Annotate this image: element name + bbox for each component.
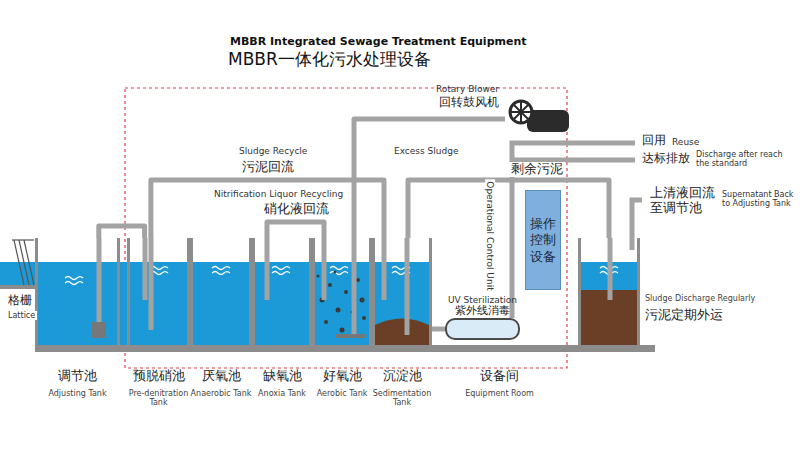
- node-text: Aerobic Tank: [306, 389, 378, 398]
- blower-spokes: [511, 102, 531, 122]
- anaerobic-tank: 厌氧池Anaerobic Tank: [190, 238, 252, 345]
- drawing-part: [97, 238, 102, 325]
- node-text: Sedimentation Tank: [366, 389, 438, 407]
- anoxia-tank: 缺氧池Anoxia Tank: [252, 238, 312, 345]
- node-text: 回转鼓风机: [439, 96, 499, 110]
- node-text: Adjusting Tank: [42, 389, 114, 398]
- adjusting-tank: 调节池Adjusting Tank: [35, 238, 120, 345]
- blower-wheel: [510, 101, 532, 123]
- sedimentation-tank: 沉淀池Sedimentation Tank: [372, 238, 432, 345]
- drawing-part: [19, 240, 29, 285]
- node-text: 设备间: [480, 369, 519, 384]
- node-text: Pre-denitration Tank: [123, 389, 195, 407]
- pump: [92, 322, 106, 338]
- drawing-part: [14, 240, 24, 285]
- node-text: 紫外线消毒: [455, 305, 510, 318]
- drawing-part: [143, 238, 148, 300]
- node-text: UV Sterilization: [448, 295, 517, 305]
- drawing-part: [12, 239, 34, 240]
- channel-bottom: [0, 285, 38, 289]
- edge-label: 硝化液回流: [262, 202, 331, 217]
- node-text: 操作控制设备: [530, 216, 556, 265]
- node-text: Anoxia Tank: [246, 389, 318, 398]
- control-panel: 操作控制设备: [525, 190, 561, 290]
- pipe-connector: [432, 327, 445, 332]
- drawing-part: [317, 275, 320, 278]
- annotation-label: 回用: [640, 134, 668, 148]
- rotary-blower: Rotary Blower回转鼓风机: [505, 98, 570, 136]
- drawing-part: [149, 238, 154, 330]
- air-diffuser: [336, 334, 366, 338]
- drawing-part: [65, 277, 83, 285]
- diagram-title: MBBR Integrated Sewage Treatment Equipme…: [228, 36, 529, 49]
- lattice-grate: [12, 240, 34, 285]
- annotation-label: Discharge after reach the standard: [694, 150, 798, 168]
- node-text: 污泥定期外运: [645, 308, 723, 323]
- annotation-label: 上清液回流至调节池: [648, 186, 720, 216]
- drawing-part: [632, 200, 642, 250]
- node-text: 厌氧池: [202, 369, 241, 384]
- node-text: 调节池: [58, 369, 97, 384]
- annotation-label: 达标排放: [640, 152, 692, 166]
- settled-sludge: [375, 319, 429, 346]
- node-text: Sludge Discharge Regularly: [645, 294, 755, 303]
- blower-icon: [505, 98, 570, 136]
- drawing-part: [360, 298, 365, 303]
- annotation-label: Lattice: [6, 311, 37, 320]
- annotation-label: Nitrification Liquor Recycling: [212, 189, 345, 199]
- annotation-label: MBBR一体化污水处理设备: [226, 50, 433, 70]
- node-text: 缺氧池: [263, 369, 302, 384]
- drawing-part: [322, 238, 327, 300]
- annotation-label: Reuse: [670, 137, 701, 147]
- node-text: 好氧池: [323, 369, 362, 384]
- annotation-label: 格栅: [6, 294, 34, 308]
- equipment-room: 设备间Equipment Room操作控制设备UV Sterilization紫…: [432, 175, 567, 345]
- drawing-part: [328, 283, 332, 287]
- edge-label: 污泥回流: [240, 160, 296, 175]
- node-text: 沉淀池: [383, 369, 422, 384]
- node-text: Rotary Blower: [436, 84, 499, 94]
- drawing-part: [608, 238, 613, 300]
- node-text: 预脱硝池: [133, 369, 185, 384]
- pipe-connector: [99, 226, 145, 238]
- drawing-part: [336, 308, 341, 313]
- pipe-connector: [267, 222, 324, 238]
- sludge-tank: Sludge Discharge Regularly污泥定期外运: [578, 238, 640, 345]
- drawing-part: [330, 267, 348, 275]
- drawing-part: [344, 290, 348, 294]
- drawing-part: [24, 240, 34, 285]
- drawing-part: [356, 278, 360, 282]
- drawing-part: [265, 238, 270, 300]
- drawing-part: [382, 238, 387, 300]
- edge-label: 剩余污泥: [509, 162, 565, 177]
- drawing-part: [334, 271, 337, 274]
- annotation-label: Supernatant Back to Adjusting Tank: [720, 190, 800, 208]
- pipe-connector: [408, 180, 609, 238]
- pre-denitration-tank: 预脱硝池Pre-denitration Tank: [127, 238, 190, 345]
- drawing-part: [340, 328, 345, 333]
- pipe-connector: [151, 180, 384, 238]
- ground-base: [35, 345, 655, 352]
- aerobic-tank: 好氧池Aerobic Tank: [312, 238, 372, 345]
- drawing-part: [405, 238, 410, 335]
- drawing-part: [352, 238, 357, 335]
- annotation-label: Sludge Recycle: [237, 146, 309, 156]
- drawing-part: [272, 267, 290, 275]
- drawing-part: [324, 320, 328, 324]
- drawing-part: [212, 267, 230, 275]
- node-text: Anaerobic Tank: [185, 389, 257, 398]
- annotation-label: Operational Control Unit: [485, 179, 495, 292]
- annotation-label: Excess Sludge: [392, 146, 460, 156]
- node-text: Equipment Room: [464, 389, 536, 398]
- uv-sterilizer: UV Sterilization紫外线消毒: [445, 318, 520, 340]
- drawing-part: [362, 316, 366, 320]
